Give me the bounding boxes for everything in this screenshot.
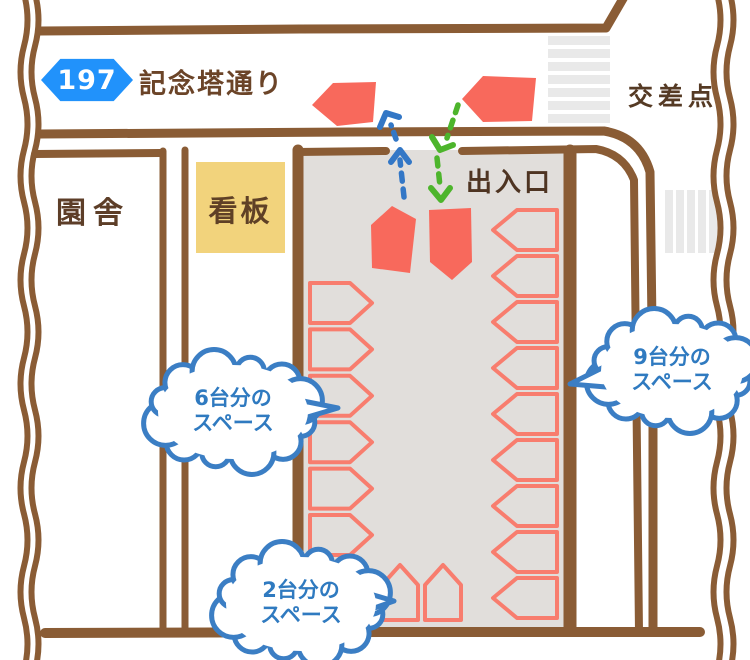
- parking-space-right: [491, 576, 559, 620]
- cloud-bottom-row: [209, 539, 397, 660]
- callout-left-column: 6台分の スペース: [192, 386, 274, 435]
- callout-right-column: 9台分の スペース: [631, 345, 713, 394]
- cloud-right-column: [567, 306, 750, 436]
- crosswalk-top-street: [548, 36, 610, 123]
- parking-space-right: [491, 530, 559, 574]
- parking-space-right: [491, 208, 559, 252]
- parking-space-right: [491, 438, 559, 482]
- parking-space-left: [308, 420, 374, 465]
- parking-space-right: [491, 346, 559, 390]
- car-exiting-lot: [371, 206, 416, 273]
- entrance-exit-label: 出入口: [466, 168, 554, 198]
- exit-route-arrow: [377, 110, 412, 200]
- route-number-badge: 197: [41, 58, 133, 102]
- signboard-label: 看板: [208, 194, 273, 228]
- crosswalk-right-street: [665, 190, 717, 253]
- street-name-label: 記念塔通り: [139, 69, 284, 100]
- parking-space-right: [491, 254, 559, 298]
- left-map-edge-wavy-line: [28, 0, 42, 660]
- parking-space-left: [308, 281, 374, 325]
- signboard-box: 看板: [196, 162, 285, 253]
- parking-space-right: [491, 392, 559, 436]
- intersection-label: 交差点: [628, 82, 719, 111]
- parking-space-right: [491, 300, 559, 344]
- callout-bottom-row: 2台分の スペース: [260, 578, 342, 627]
- cloud-left-column: [141, 347, 341, 477]
- left-map-edge-wavy-line: [17, 0, 42, 660]
- parking-space-left: [308, 513, 374, 557]
- car-on-street-east: [462, 76, 536, 122]
- parking-space-left: [308, 466, 374, 511]
- cars: [312, 76, 536, 280]
- car-on-street-west: [312, 82, 376, 126]
- parking-space-bottom: [423, 563, 463, 622]
- parking-space-right: [491, 484, 559, 528]
- route-number: 197: [57, 64, 117, 96]
- entry-route-arrow: [428, 102, 461, 203]
- road-lines: [17, 0, 737, 660]
- car-entering-lot: [429, 208, 472, 280]
- parking-space-left: [308, 327, 374, 372]
- school-building-label: 園舎: [56, 196, 130, 231]
- left-map-edge-wavy-line: [17, 0, 31, 660]
